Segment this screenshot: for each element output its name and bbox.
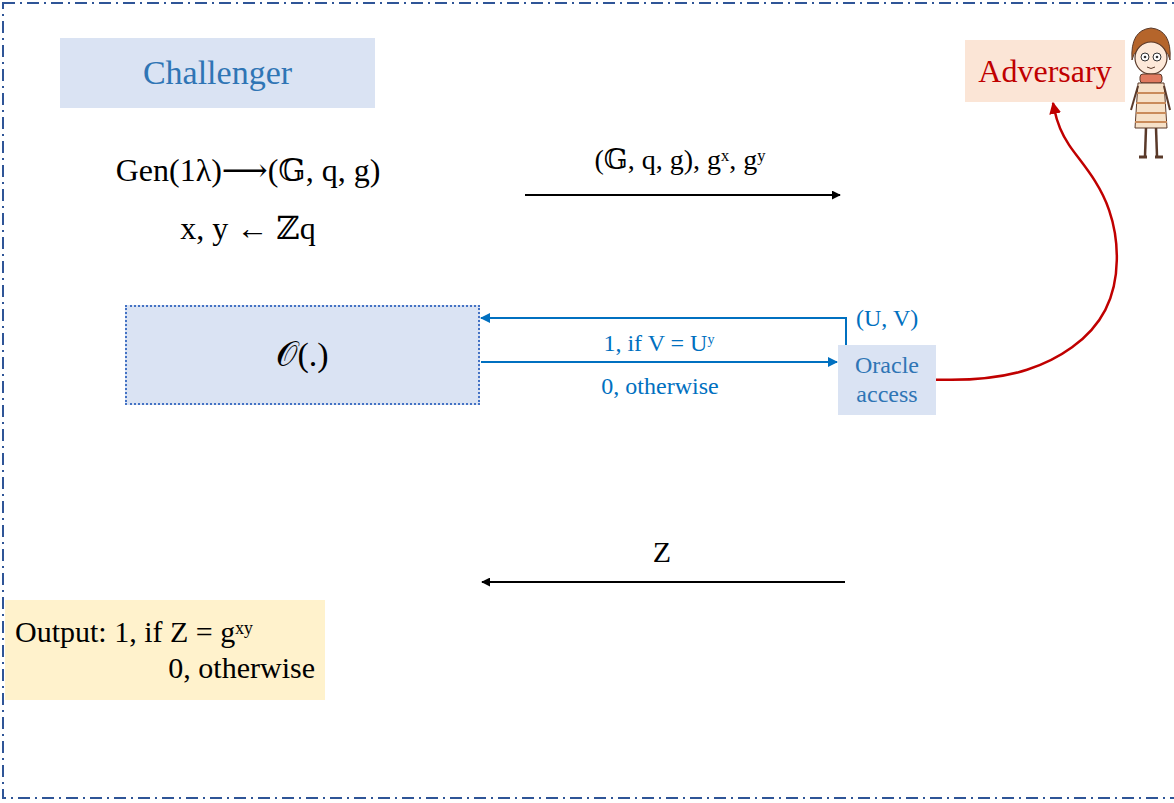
- node-text: 0, otherwise: [168, 650, 315, 686]
- setup-formula: x, y ← ℤq: [180, 209, 315, 247]
- adversary-figure: [1131, 28, 1170, 157]
- node-text: Challenger: [143, 53, 292, 94]
- connector-arrow: [936, 103, 1117, 380]
- connector-label: (U, V): [856, 304, 918, 333]
- node-text: Adversary: [978, 52, 1111, 90]
- connector-label: 1, if V = Uʸ: [603, 329, 714, 358]
- setup-formula: Gen(1λ)⟶(𝔾, q, g): [116, 151, 381, 189]
- role-box: Challenger: [60, 38, 375, 108]
- game-frame: [3, 3, 1174, 798]
- node-text: 𝒪(.): [276, 335, 328, 376]
- message-arrow: [525, 194, 840, 196]
- node-text: Oracle access: [848, 351, 926, 409]
- oracle-access-box: Oracle access: [838, 345, 936, 415]
- oracle-box: 𝒪(.): [125, 305, 480, 405]
- message-arrow: [482, 581, 845, 583]
- role-box: Adversary: [965, 40, 1125, 102]
- output-box: Output: 1, if Z = gˣʸ0, otherwise: [5, 600, 325, 700]
- connector-arrow: [481, 361, 837, 363]
- message-label: (𝔾, q, g), gˣ, gʸ: [595, 143, 766, 177]
- message-label: Z: [653, 534, 671, 570]
- oracle-answer: 0, otherwise: [601, 372, 718, 401]
- node-text: Output: 1, if Z = gˣʸ: [15, 614, 253, 650]
